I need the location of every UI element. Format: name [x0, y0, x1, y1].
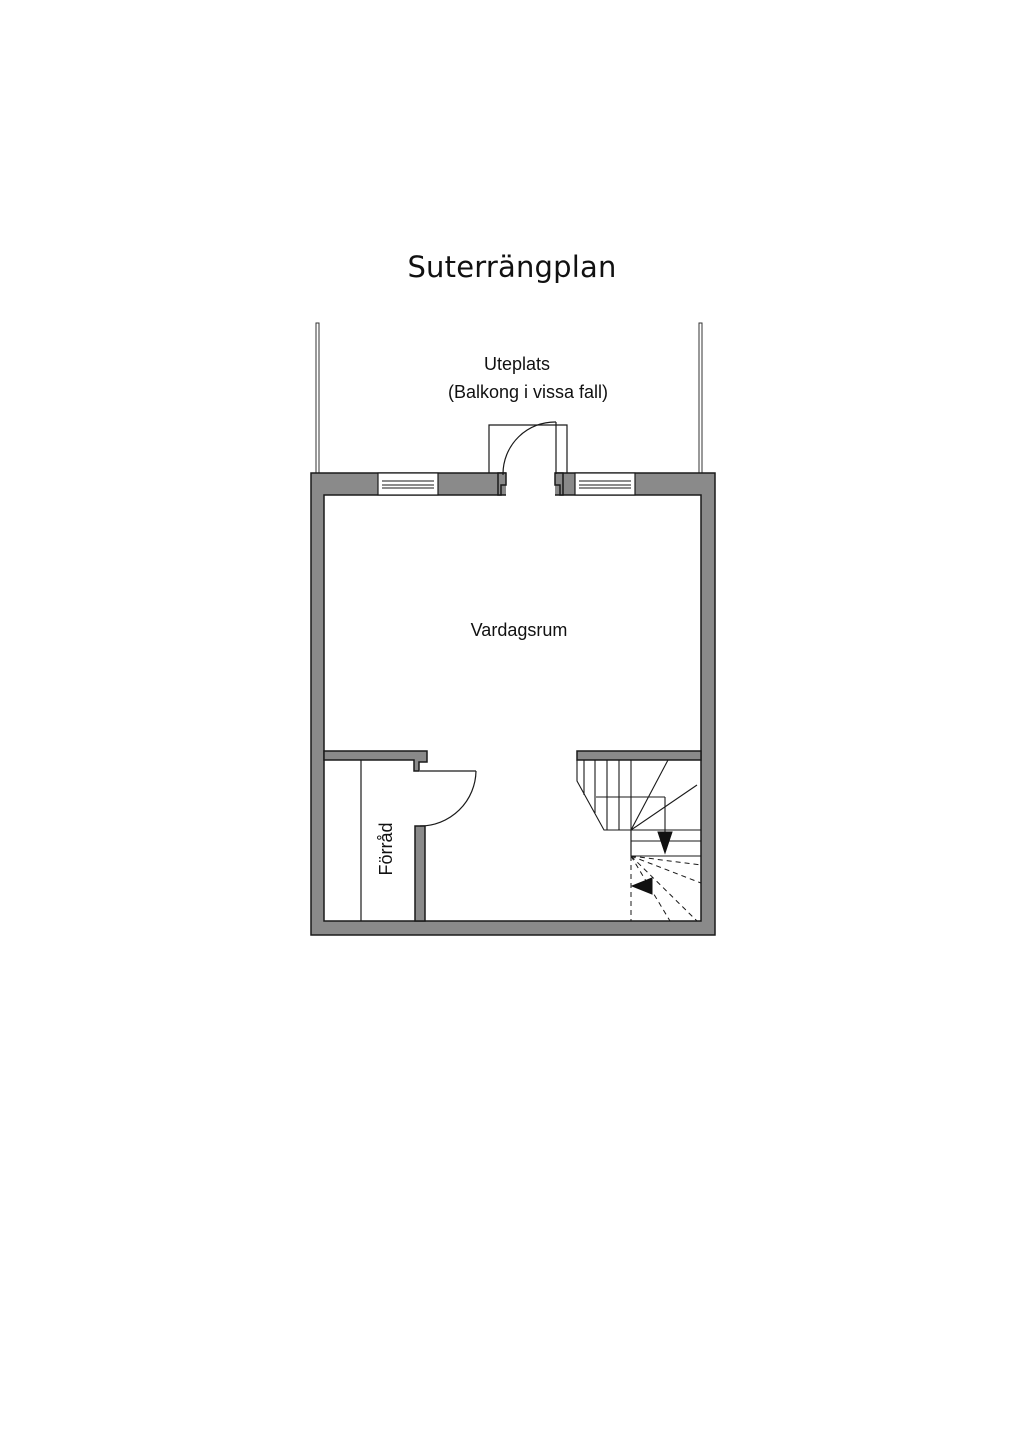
interior-wall-storage	[323, 750, 428, 772]
interior-wall-stairs	[576, 750, 702, 761]
door-jambs	[497, 472, 564, 496]
patio-note: (Balkong i vissa fall)	[448, 382, 608, 402]
plan-title: Suterrängplan	[407, 250, 617, 284]
staircase	[576, 759, 701, 857]
exterior-walls	[310, 472, 716, 936]
patio-door	[488, 421, 568, 475]
window-right	[574, 472, 636, 496]
storage-label: Förråd	[376, 822, 396, 875]
living-room-label: Vardagsrum	[471, 620, 568, 640]
window-left	[377, 472, 439, 496]
patio-label: Uteplats	[484, 354, 550, 374]
stair-direction-arrows	[630, 831, 673, 895]
door-opening	[506, 471, 555, 497]
storage-door	[419, 770, 477, 827]
storage-partition	[414, 825, 426, 922]
